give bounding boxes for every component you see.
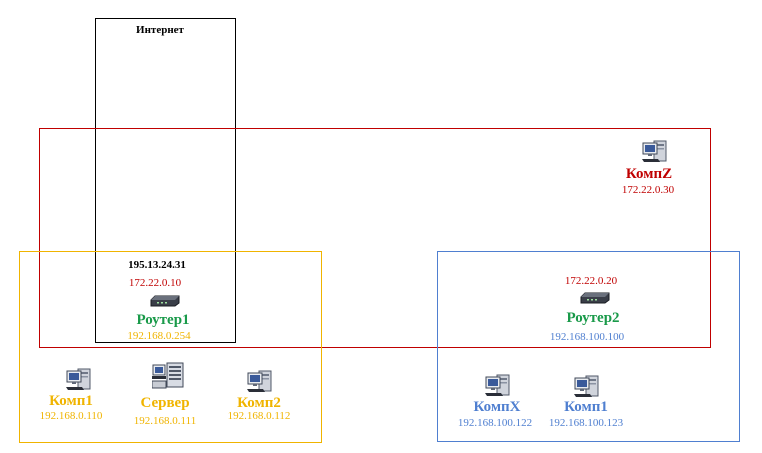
kompz-name: КомпZ bbox=[625, 166, 673, 182]
yellow-host-2-ip: 192.168.0.112 bbox=[227, 410, 291, 422]
yellow-host-1-ip: 192.168.0.111 bbox=[133, 415, 197, 427]
yellow-host-0-ip: 192.168.0.110 bbox=[39, 410, 103, 422]
computer-icon bbox=[642, 139, 668, 163]
kompz-ip: 172.22.0.30 bbox=[621, 184, 675, 196]
blue-host-1-ip: 192.168.100.123 bbox=[548, 417, 624, 429]
computer-icon bbox=[247, 369, 273, 393]
computer-icon bbox=[66, 367, 92, 391]
internet-label: Интернет bbox=[136, 24, 184, 36]
yellow-host-2-name: Комп2 bbox=[237, 395, 281, 411]
yellow-network-zone bbox=[19, 251, 322, 443]
computer-icon bbox=[574, 374, 600, 398]
router1-name: Роутер1 bbox=[136, 312, 190, 328]
blue-host-0-name: КомпX bbox=[473, 399, 521, 415]
red-network-zone bbox=[39, 128, 711, 348]
router2-blue-ip: 192.168.100.100 bbox=[549, 331, 625, 343]
router-icon bbox=[149, 294, 181, 308]
router1-yellow-ip: 192.168.0.254 bbox=[127, 330, 191, 342]
router2-name: Роутер2 bbox=[566, 310, 620, 326]
router1-red-ip: 172.22.0.10 bbox=[128, 277, 182, 289]
router1-internet-ip: 195.13.24.31 bbox=[128, 259, 186, 271]
router2-red-ip: 172.22.0.20 bbox=[564, 275, 618, 287]
router-icon bbox=[579, 291, 611, 305]
yellow-host-0-name: Комп1 bbox=[49, 393, 93, 409]
internet-zone bbox=[95, 18, 236, 343]
blue-host-0-ip: 192.168.100.122 bbox=[457, 417, 533, 429]
computer-icon bbox=[485, 373, 511, 397]
yellow-host-1-name: Сервер bbox=[140, 395, 190, 411]
blue-network-zone bbox=[437, 251, 740, 442]
server-icon bbox=[152, 362, 184, 390]
blue-host-1-name: Комп1 bbox=[564, 399, 608, 415]
